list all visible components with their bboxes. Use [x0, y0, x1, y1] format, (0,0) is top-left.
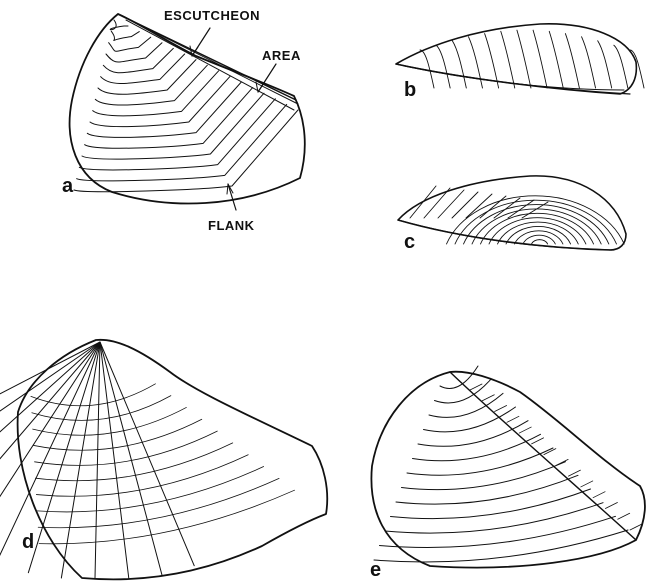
rib-line	[77, 104, 287, 180]
rib-line	[402, 462, 566, 490]
rib-line	[32, 396, 171, 421]
rib-line	[100, 342, 162, 575]
rib-line	[0, 342, 100, 562]
rib-line	[38, 478, 279, 527]
rib-line	[110, 20, 128, 30]
rib-line	[468, 37, 482, 88]
rib-line	[452, 192, 478, 218]
concentric-ribs-e	[374, 366, 642, 562]
rib-line	[556, 459, 568, 465]
concentric-ribs-c	[410, 186, 624, 244]
rib-line	[39, 490, 294, 544]
rib-line	[482, 395, 494, 401]
rib-line	[519, 427, 531, 433]
rib-line	[581, 481, 593, 487]
rib-line	[109, 37, 151, 51]
rib-line	[438, 190, 464, 218]
rib-line	[614, 45, 628, 88]
rib-line	[418, 421, 528, 447]
rib-line	[407, 448, 553, 475]
panel-label-b: b	[404, 79, 416, 101]
rib-line	[34, 419, 202, 450]
rib-line	[515, 231, 563, 244]
rib-line	[410, 186, 436, 218]
rib-line	[495, 406, 507, 412]
tuberculate-ribs-d	[0, 342, 295, 578]
rib-line	[498, 222, 579, 244]
rib-line	[549, 31, 563, 88]
panel-b-shell	[396, 24, 644, 94]
rib-line	[106, 43, 162, 62]
rib-line	[532, 240, 548, 244]
rib-line	[36, 455, 248, 497]
panel-label-e: e	[370, 559, 381, 581]
panel-e-shell	[371, 366, 645, 568]
rib-line	[507, 416, 519, 422]
rib-line	[618, 513, 630, 519]
panel-a-shell	[70, 14, 305, 204]
rib-line	[95, 342, 100, 578]
rib-line	[532, 438, 544, 444]
flank-label: FLANK	[208, 218, 255, 233]
concentric-ribs-a	[74, 20, 298, 192]
flank-pointer	[228, 184, 236, 210]
rib-line	[37, 467, 263, 512]
panel-label-d: d	[22, 531, 34, 553]
area-label: AREA	[262, 48, 301, 63]
rib-line	[582, 37, 596, 88]
rib-line	[440, 366, 478, 389]
rib-line	[598, 41, 612, 88]
rib-line	[494, 198, 520, 218]
rib-line	[517, 30, 531, 88]
panel-c-shell	[398, 176, 626, 250]
rib-line	[100, 342, 194, 566]
rib-line	[90, 76, 230, 126]
rib-line	[605, 502, 617, 508]
rib-line	[452, 41, 466, 88]
rib-line	[85, 88, 253, 149]
rib-line	[565, 34, 579, 88]
rib-line	[593, 492, 605, 498]
rib-line	[111, 31, 139, 40]
panel-d-shell	[0, 340, 327, 580]
rib-line	[533, 30, 547, 88]
rib-line	[501, 31, 515, 88]
rib-line	[466, 194, 492, 218]
escutcheon-label: ESCUTCHEON	[164, 8, 260, 23]
rib-line	[35, 431, 218, 465]
rib-line	[98, 60, 196, 95]
panel-label-a: a	[62, 175, 74, 197]
rib-line	[436, 45, 450, 88]
rib-line	[429, 393, 503, 417]
panel-label-c: c	[404, 231, 415, 253]
rib-line	[568, 470, 580, 476]
rib-line	[35, 443, 232, 481]
rib-line	[424, 188, 450, 218]
